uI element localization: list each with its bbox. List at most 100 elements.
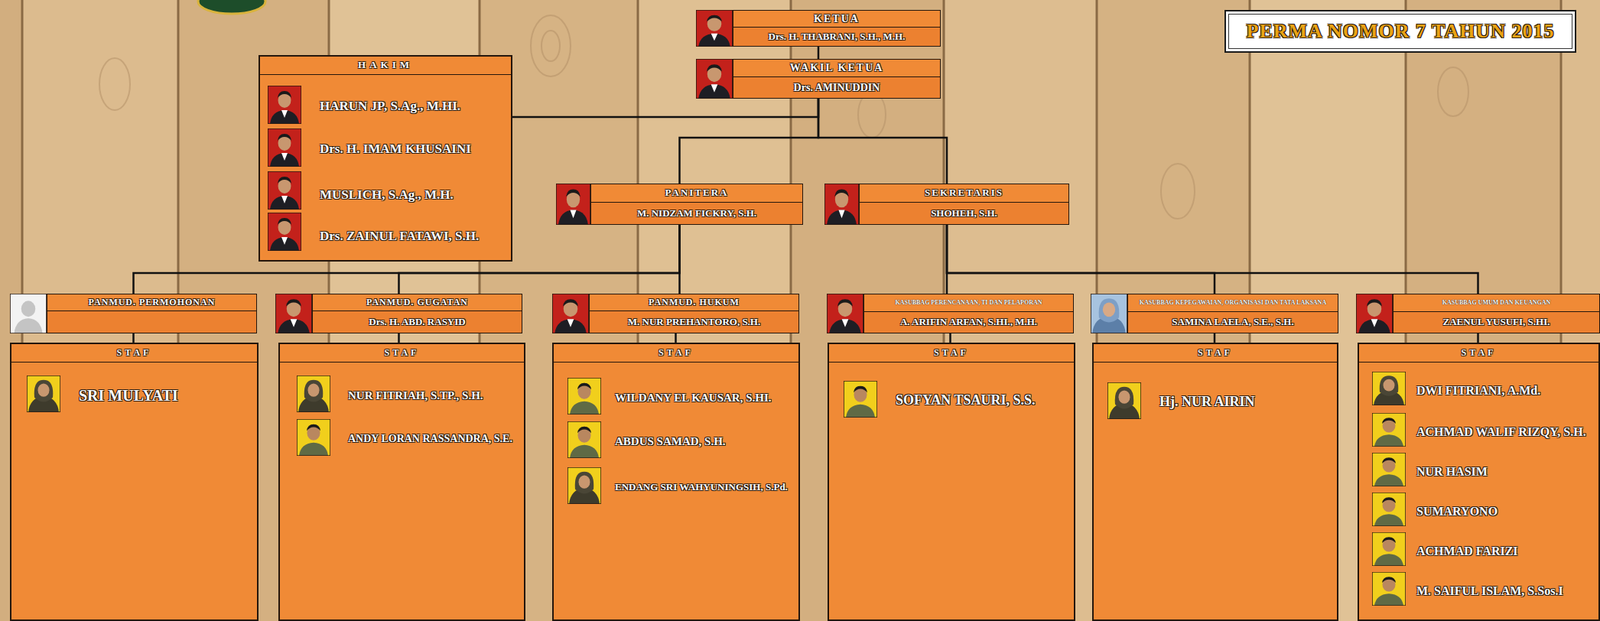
name-row: SRI MULYATI — [77, 385, 253, 406]
person-name: Drs. H. IMAM KHUSAINI — [319, 142, 472, 157]
unit-title: PANITERA — [665, 187, 729, 199]
person-name: DWI FITRIANI, A.Md. — [1416, 383, 1541, 398]
name-row: WILDANY EL KAUSAR, S.HI. — [613, 387, 794, 408]
officer-name: Drs. AMINUDDIN — [793, 81, 881, 94]
org-unit-box: PANMUD. PERMOHONAN — [9, 293, 257, 334]
panel-fills — [9, 55, 1600, 621]
photo — [826, 293, 864, 334]
panel-title: HAKIM — [357, 59, 414, 71]
photo — [1372, 452, 1406, 487]
person-name: ENDANG SRI WAHYUNINGSIH, S.Pd. — [614, 481, 788, 493]
staff-panel: STAF SOFYAN TSAURI, S.S. — [827, 342, 1076, 621]
regulation-title: PERMA NOMOR 7 TAHUN 2015 — [1246, 20, 1555, 43]
officer-name-bar: Drs. H. THABRANI, S.H., M.H. — [732, 26, 941, 48]
unit-title: WAKIL KETUA — [790, 61, 885, 74]
connector — [946, 224, 1479, 294]
photo — [1372, 492, 1406, 527]
person-name: Drs. ZAINUL FATAWI, S.H. — [319, 229, 479, 244]
photo — [695, 58, 733, 99]
unit-title-bar: WAKIL KETUA — [732, 58, 941, 78]
person-name: SOFYAN TSAURI, S.S. — [895, 393, 1036, 409]
unit-title-bar: KASUBBAG KEPEGAWAIAN, ORGANISASI DAN TAT… — [1127, 293, 1339, 313]
connector — [679, 98, 820, 184]
photo — [843, 380, 878, 418]
person-name: SRI MULYATI — [78, 386, 179, 404]
name-row: Drs. H. IMAM KHUSAINI — [318, 139, 507, 160]
officer-name: ZAENUL YUSUFI, S.HI. — [1442, 316, 1550, 328]
photo — [1107, 382, 1142, 420]
unit-title-bar: KASUBBAG PERENCANAAN, TI DAN PELAPORAN — [863, 293, 1074, 313]
name-row: ACHMAD WALIF RIZQY, S.H. — [1414, 422, 1594, 443]
officer-name-bar: SHOHEH, S.H. — [858, 201, 1070, 226]
person-name: ACHMAD WALIF RIZQY, S.H. — [1416, 425, 1587, 440]
name-row: SUMARYONO — [1414, 501, 1594, 522]
photo — [296, 419, 331, 456]
unit-title: PANMUD. HUKUM — [648, 297, 740, 308]
officer-name-bar: SAMINA LAELA, S.E., S.H. — [1127, 311, 1339, 335]
person-name: ANDY LORAN RASSANDRA, S.E. — [347, 432, 513, 445]
photo — [1356, 293, 1393, 334]
photo — [1372, 532, 1406, 566]
officer-name-bar: M. NUR PREHANTORO, S.H. — [588, 310, 800, 335]
panel-title-bar: STAF — [1359, 344, 1599, 363]
org-unit-box: KETUA Drs. H. THABRANI, S.H., M.H. — [695, 9, 941, 47]
officer-name-bar — [46, 310, 257, 335]
name-row: ABDUS SAMAD, S.H. — [613, 431, 794, 452]
staff-panel: STAF WILDANY EL KAUSAR, S.HI. ABDUS SAMAD,… — [552, 342, 800, 621]
connector — [1213, 333, 1217, 343]
person-name: SUMARYONO — [1416, 504, 1498, 519]
panel-title-bar: STAF — [279, 344, 524, 363]
photo — [567, 467, 602, 505]
connector — [133, 224, 680, 294]
photo — [567, 377, 602, 415]
name-row: ANDY LORAN RASSANDRA, S.E. — [346, 429, 520, 449]
connector — [946, 224, 1215, 294]
officer-name: M. NIDZAM FICKRY, S.H. — [637, 208, 757, 219]
photo — [9, 293, 47, 334]
staff-panel: STAF Hj. NUR AIRIN — [1092, 342, 1339, 621]
name-row: HARUN JP, S.Ag., M.HI. — [318, 96, 507, 117]
officer-name: SAMINA LAELA, S.E., S.H. — [1171, 316, 1294, 328]
name-row: Hj. NUR AIRIN — [1157, 392, 1333, 413]
name-row: SOFYAN TSAURI, S.S. — [894, 390, 1070, 411]
name-row: M. SAIFUL ISLAM, S.Sos.I — [1414, 581, 1594, 602]
connector — [1476, 333, 1480, 343]
officer-name-bar: ZAENUL YUSUFI, S.HI. — [1392, 311, 1600, 335]
officer-name: M. NUR PREHANTORO, S.H. — [627, 316, 761, 328]
unit-title-bar: PANMUD. PERMOHONAN — [46, 293, 257, 312]
person-name: ACHMAD FARIZI — [1416, 544, 1519, 559]
officer-name: A. ARIFIN ARFAN, S.HI., M.H. — [900, 316, 1038, 328]
panel-title: STAF — [384, 347, 420, 358]
connector — [512, 98, 819, 118]
connector — [397, 333, 400, 343]
person-name: MUSLICH, S.Ag., M.H. — [319, 188, 454, 203]
officer-name: Drs. H. THABRANI, S.H., M.H. — [768, 31, 906, 43]
connector — [132, 333, 135, 343]
person-name: M. SAIFUL ISLAM, S.Sos.I — [1416, 584, 1564, 599]
panel-title: STAF — [1197, 347, 1233, 358]
connector — [678, 224, 681, 294]
panel-title: STAF — [933, 347, 970, 358]
photo — [552, 293, 589, 334]
unit-title: KETUA — [813, 13, 860, 25]
org-unit-box: KASUBBAG UMUM DAN KEUANGAN ZAENUL YUSUFI,… — [1356, 293, 1600, 334]
panel-title-bar: STAF — [553, 344, 799, 363]
name-row: DWI FITRIANI, A.Md. — [1414, 380, 1594, 401]
photo — [26, 375, 61, 413]
connector — [674, 333, 677, 343]
org-unit-box: KASUBBAG KEPEGAWAIAN, ORGANISASI DAN TAT… — [1090, 293, 1339, 334]
photo — [567, 421, 602, 459]
org-unit-box: KASUBBAG PERENCANAAN, TI DAN PELAPORAN A.… — [826, 293, 1074, 334]
panel-title-bar: STAF — [1093, 344, 1337, 363]
photo — [1372, 413, 1406, 447]
officer-name-bar: A. ARIFIN ARFAN, S.HI., M.H. — [863, 311, 1074, 335]
name-row: ENDANG SRI WAHYUNINGSIH, S.Pd. — [613, 477, 794, 498]
photo — [1372, 371, 1406, 406]
photo — [275, 293, 313, 334]
photo — [267, 171, 302, 210]
panel-title: STAF — [117, 347, 153, 358]
unit-title-bar: KASUBBAG UMUM DAN KEUANGAN — [1392, 293, 1600, 313]
panel-title: STAF — [1461, 347, 1497, 358]
unit-title: KASUBBAG PERENCANAAN, TI DAN PELAPORAN — [894, 299, 1042, 307]
